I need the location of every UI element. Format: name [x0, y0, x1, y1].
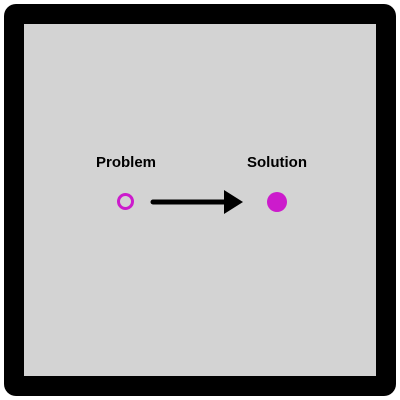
solution-node [267, 192, 287, 212]
problem-node [117, 193, 134, 210]
solution-label: Solution [247, 154, 307, 171]
arrow-head [224, 190, 243, 214]
problem-label: Problem [95, 154, 157, 171]
arrow-edge [150, 190, 243, 214]
